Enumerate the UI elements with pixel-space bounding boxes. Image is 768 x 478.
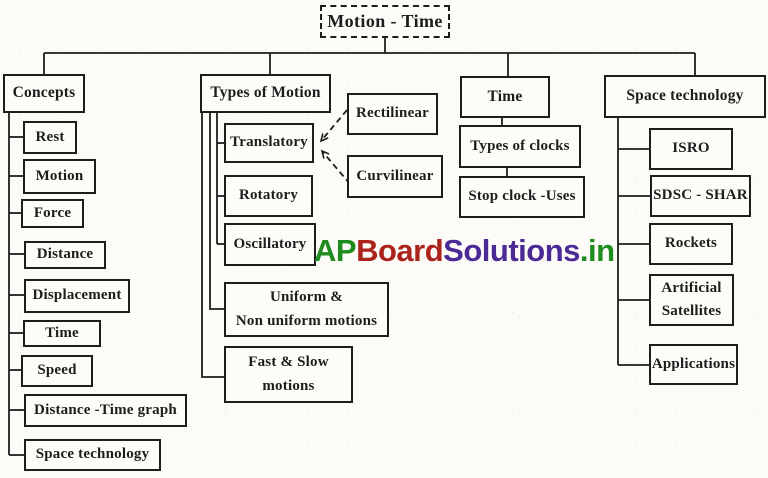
node-isro: ISRO xyxy=(649,128,733,170)
node-types-of-clocks: Types of clocks xyxy=(459,125,581,168)
node-rectilinear: Rectilinear xyxy=(347,93,438,135)
node-translatory: Translatory xyxy=(224,123,314,163)
node-space-technology: Space technology xyxy=(604,75,766,118)
node-rest: Rest xyxy=(23,121,77,154)
node-motion-time: Motion - Time xyxy=(320,5,450,38)
node-curvilinear: Curvilinear xyxy=(347,155,443,198)
watermark-part-solutions: Solutions xyxy=(443,233,580,268)
node-distance: Distance xyxy=(24,241,106,269)
node-oscillatory: Oscillatory xyxy=(224,223,316,266)
node-distance-time-graph: Distance -Time graph xyxy=(24,394,187,427)
node-motion: Motion xyxy=(23,159,96,194)
node-uniform-nonuniform-motions: Uniform & Non uniform motions xyxy=(224,282,389,337)
watermark-part-in: .in xyxy=(579,233,615,268)
node-fast-slow-motions: Fast & Slow motions xyxy=(224,346,353,403)
node-space-technology-concept: Space technology xyxy=(24,439,161,471)
node-displacement: Displacement xyxy=(24,279,130,313)
watermark-apboardsolutions: APBoardSolutions.in xyxy=(314,233,615,269)
node-stop-clock-uses: Stop clock -Uses xyxy=(459,176,585,218)
watermark-part-board: Board xyxy=(356,233,444,268)
node-rotatory: Rotatory xyxy=(224,175,313,217)
node-speed: Speed xyxy=(21,355,93,387)
node-types-of-motion: Types of Motion xyxy=(200,74,331,113)
node-time-concept: Time xyxy=(23,320,101,347)
node-rockets: Rockets xyxy=(649,223,733,265)
node-time: Time xyxy=(460,76,550,118)
node-concepts: Concepts xyxy=(3,74,85,113)
watermark-part-ap: AP xyxy=(314,233,357,268)
node-sdsc-shar: SDSC - SHAR xyxy=(650,175,751,217)
node-artificial-satellites: Artificial Satellites xyxy=(649,274,734,326)
node-applications: Applications xyxy=(649,344,738,385)
node-force: Force xyxy=(21,199,84,228)
